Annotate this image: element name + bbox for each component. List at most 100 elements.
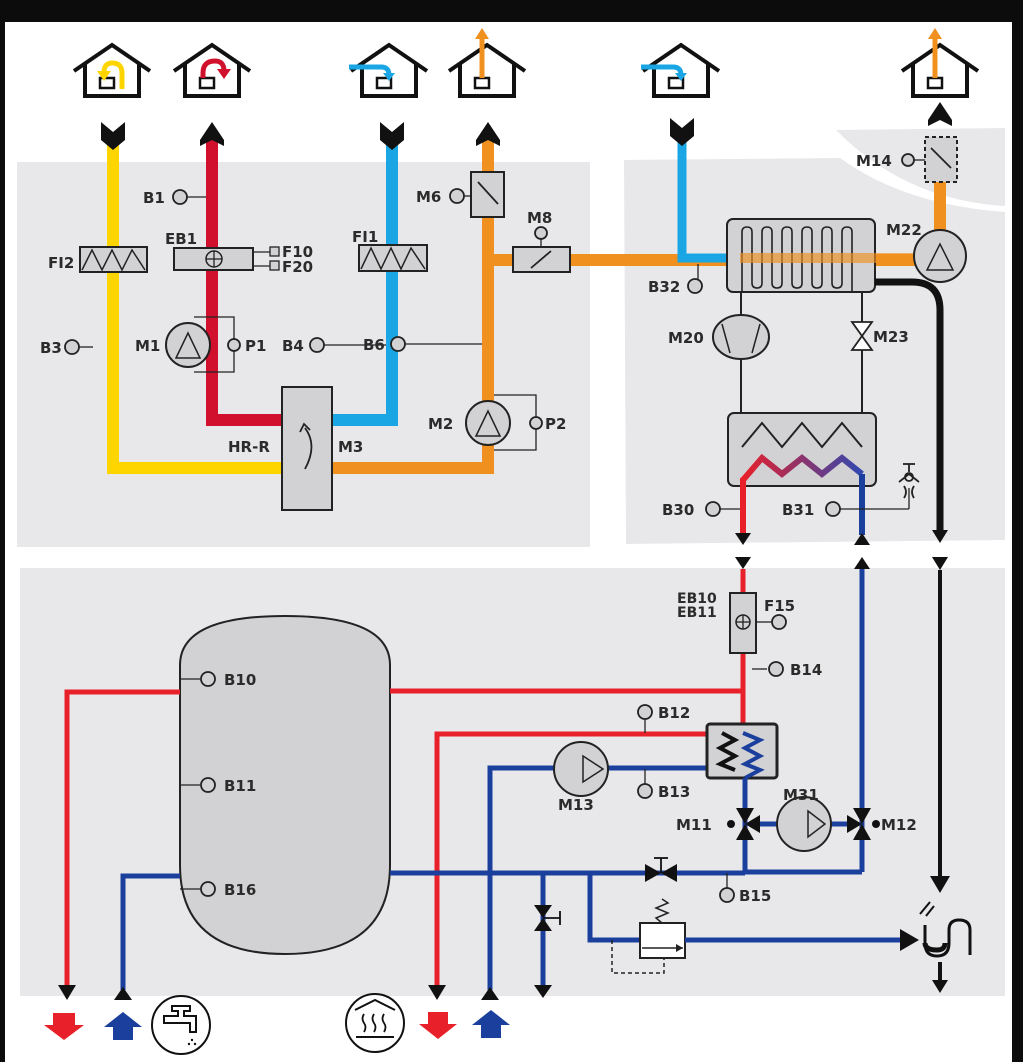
extract-air-2-house-icon [641,42,721,98]
label-hr-r: HR-R [228,438,270,456]
sensor-b1 [172,189,188,205]
label-p2: P2 [545,415,566,433]
label-eb1: EB1 [165,230,197,248]
label-f20: F20 [282,258,313,276]
label-m8: M8 [527,209,552,227]
sensor-b3 [64,339,80,355]
label-b12: B12 [658,704,690,722]
heater-eb1 [173,246,280,271]
label-m6: M6 [416,188,441,206]
label-m3: M3 [338,438,363,456]
tap-water-icon [151,995,211,1055]
label-p1: P1 [245,337,266,355]
cold-water-in-arrow [104,1012,142,1040]
label-m31: M31 [783,786,819,804]
exhaust-damper-panel [836,128,1005,206]
sensor-b6 [390,336,406,352]
three-way-valve-m12 [847,808,880,840]
extract-air-house-icon [349,42,429,98]
hot-water-out-arrow [44,1013,84,1040]
label-b4: B4 [282,337,304,355]
label-m14: M14 [856,152,892,170]
three-way-valve-m11 [727,808,760,840]
sensor-b31 [825,501,841,517]
label-b11: B11 [224,777,256,795]
label-m23: M23 [873,328,909,346]
label-b13: B13 [658,783,690,801]
supply-air-duct [206,140,282,426]
condenser [727,412,877,487]
storage-tank [179,614,391,956]
outdoor-air-house-icon [72,42,152,98]
label-b6: B6 [363,336,385,354]
expansion-valve-m23 [850,321,874,351]
label-f10: F10 [282,243,313,261]
filter-fi1 [358,244,428,272]
fan-m2 [465,394,543,451]
chevron-up-icon [476,122,500,146]
safety-line [587,873,640,943]
hot-water-line [64,689,180,985]
chevron-down-icon [670,118,694,146]
sensor-b13 [637,783,653,799]
label-m1: M1 [135,337,160,355]
plate-heat-exchanger [705,722,779,780]
sensor-b4 [309,337,325,353]
label-m2: M2 [428,415,453,433]
label-f15: F15 [764,597,795,615]
water-panel [20,568,1005,996]
sensor-b32 [687,278,703,294]
heating-flow-arrow [419,1012,457,1039]
label-b30: B30 [662,501,694,519]
rotary-heat-exchanger-hr-r [281,386,333,511]
drain-valve [534,905,561,931]
label-eb11: EB11 [677,605,717,621]
label-b31: B31 [782,501,814,519]
sensor-b15 [719,887,735,903]
sensor-b12 [637,704,653,720]
extract-air-duct [332,140,398,426]
label-fi1: FI1 [352,228,378,246]
exhaust-air-house-icon [447,28,527,98]
filter-fi2 [79,246,148,273]
sensor-b10 [200,671,216,687]
label-b15: B15 [739,887,771,905]
label-m22: M22 [886,221,922,239]
pump-m13 [553,741,609,797]
damper-m14 [901,136,958,183]
fan-m1 [165,316,241,373]
chevron-down-icon [380,122,404,150]
damper-m8 [512,226,571,273]
sensor-b11 [200,777,216,793]
supply-air-house-icon [172,42,252,98]
label-b32: B32 [648,278,680,296]
heating-return-line [487,765,715,990]
sensor-b30 [705,501,721,517]
chevron-down-icon [101,122,125,150]
heating-return-arrow [472,1010,510,1038]
label-b14: B14 [790,661,822,679]
extract-air-duct-2 [677,140,740,263]
heater-eb10-eb11 [729,592,787,654]
drain-trap-icon [919,901,972,980]
label-m12: M12 [881,816,917,834]
label-m13: M13 [558,796,594,814]
chevron-up-icon [200,122,224,146]
heating-flow-line [434,731,715,985]
sensor-b16 [200,881,216,897]
label-m20: M20 [668,329,704,347]
label-m11: M11 [676,816,712,834]
exhaust-air-2-house-icon [900,28,980,98]
compressor-m20 [712,314,770,360]
condensate-line [875,278,944,530]
air-vent-valve-icon [898,463,920,499]
label-b1: B1 [143,189,165,207]
label-b10: B10 [224,671,256,689]
label-b3: B3 [40,339,62,357]
chevron-up-icon [928,102,952,126]
label-eb10: EB10 [677,591,717,607]
shutoff-valve [645,857,677,882]
fan-m22 [913,229,967,283]
damper-m6 [449,171,505,218]
sensor-b14 [768,661,784,677]
